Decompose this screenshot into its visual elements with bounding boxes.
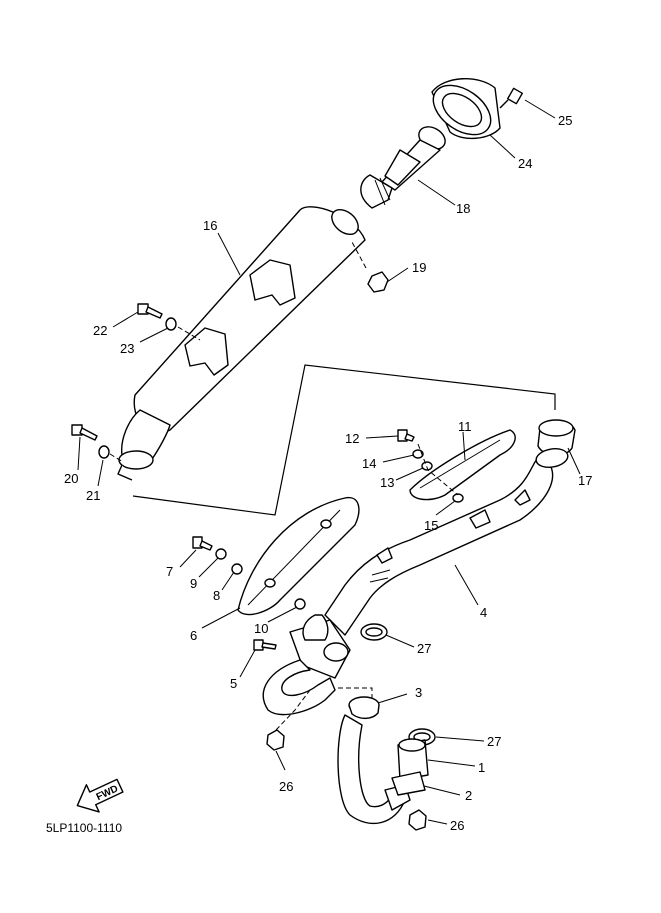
washer-part-21[interactable] xyxy=(98,445,110,459)
callout-5: 5 xyxy=(230,676,237,691)
callout-3: 3 xyxy=(415,685,422,700)
screw-part-12[interactable] xyxy=(397,429,415,442)
callout-12: 12 xyxy=(345,431,359,446)
callout-26-upper: 26 xyxy=(279,779,293,794)
callout-14: 14 xyxy=(362,456,376,471)
callout-7: 7 xyxy=(166,564,173,579)
callout-20: 20 xyxy=(64,471,78,486)
callout-18: 18 xyxy=(456,201,470,216)
callout-1: 1 xyxy=(478,760,485,775)
muffler-part-16[interactable] xyxy=(117,205,366,481)
bolt-part-5[interactable] xyxy=(253,639,277,651)
washer-part-23[interactable] xyxy=(165,317,177,331)
callout-6: 6 xyxy=(190,628,197,643)
callout-8: 8 xyxy=(213,588,220,603)
callout-27-upper: 27 xyxy=(417,641,431,656)
exhaust-pipe-part-4[interactable] xyxy=(289,446,569,679)
callout-16: 16 xyxy=(203,218,217,233)
flange-part-2[interactable] xyxy=(391,771,426,796)
fwd-label: FWD xyxy=(95,783,120,803)
callout-10: 10 xyxy=(254,621,268,636)
nut-part-26-upper[interactable] xyxy=(266,729,285,751)
callout-2: 2 xyxy=(465,788,472,803)
end-cap-part-24[interactable] xyxy=(424,75,501,144)
callout-4: 4 xyxy=(480,605,487,620)
bolt-part-25[interactable] xyxy=(499,87,524,109)
washer-part-9[interactable] xyxy=(215,548,227,560)
joint-part-1[interactable] xyxy=(397,738,429,781)
protector-part-11[interactable] xyxy=(409,429,516,501)
washer-part-10[interactable] xyxy=(294,598,306,610)
callout-23: 23 xyxy=(120,341,134,356)
callout-15: 15 xyxy=(424,518,438,533)
washer-part-8[interactable] xyxy=(231,563,243,575)
diagram-code: 5LP1100-1110 xyxy=(46,821,122,835)
callout-13: 13 xyxy=(380,475,394,490)
assembly-frame xyxy=(132,364,556,516)
callout-19: 19 xyxy=(412,260,426,275)
inner-pipe-part-18[interactable] xyxy=(360,122,449,209)
sleeve-part-3[interactable] xyxy=(348,696,380,720)
callout-27-lower: 27 xyxy=(487,734,501,749)
callout-25: 25 xyxy=(558,113,572,128)
protector-part-6[interactable] xyxy=(237,496,360,616)
callout-labels: 25 24 18 16 19 22 23 12 11 14 13 17 20 2… xyxy=(64,113,592,833)
washer-part-15[interactable] xyxy=(452,493,464,503)
gasket-part-27-upper[interactable] xyxy=(360,623,388,641)
bolt-part-7[interactable] xyxy=(192,536,213,551)
leader-lines xyxy=(77,99,581,825)
nut-part-19[interactable] xyxy=(367,271,389,293)
callout-9: 9 xyxy=(190,576,197,591)
callout-11: 11 xyxy=(458,419,472,434)
callout-17: 17 xyxy=(578,473,592,488)
bolt-part-22[interactable] xyxy=(137,303,163,319)
callout-26-lower: 26 xyxy=(450,818,464,833)
rear-exhaust-pipe xyxy=(262,659,336,716)
bolt-part-20[interactable] xyxy=(71,424,98,441)
nut-part-26-lower[interactable] xyxy=(408,809,427,831)
callout-22: 22 xyxy=(93,323,107,338)
forward-arrow-icon: FWD xyxy=(76,778,124,813)
callout-21: 21 xyxy=(86,488,100,503)
callout-24: 24 xyxy=(518,156,532,171)
washer-part-13[interactable] xyxy=(421,461,433,471)
washer-part-14[interactable] xyxy=(412,449,424,459)
